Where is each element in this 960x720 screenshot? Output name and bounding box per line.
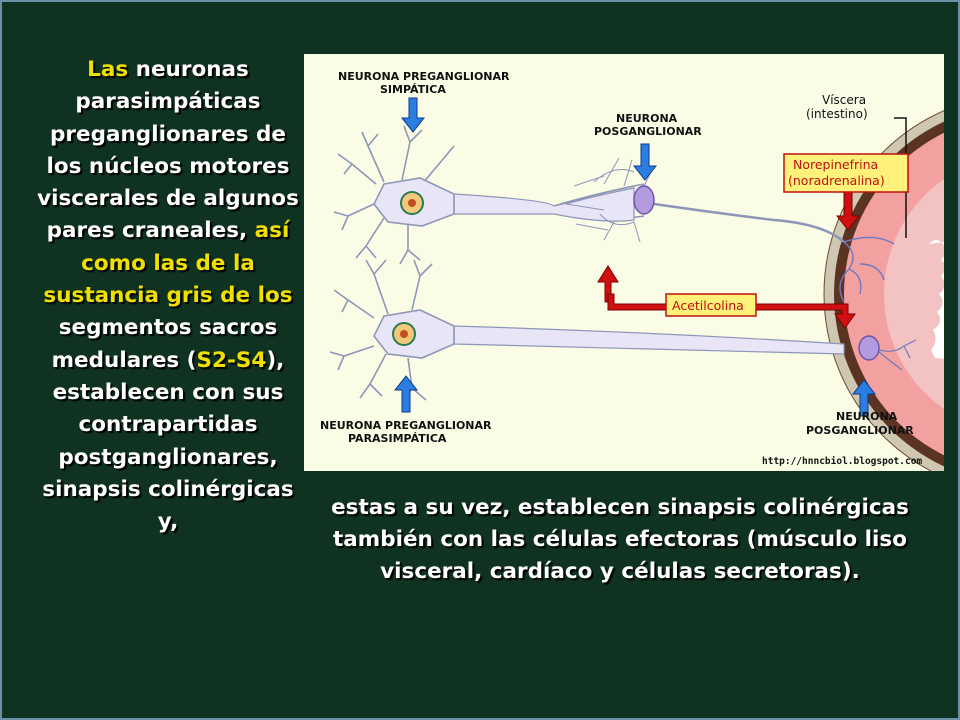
left-paragraph: Las neuronas parasimpáticas pregangliona… [30, 54, 306, 538]
bottom-paragraph: estas a su vez, establecen sinapsis coli… [331, 495, 909, 584]
label-acetylcholine: Acetilcolina [672, 298, 744, 313]
label-norepinephrine: Norepinefrina [793, 157, 878, 172]
red-arrows [597, 189, 861, 329]
label-viscera: Víscera [822, 93, 866, 107]
source-url: http://hnncbiol.blogspot.com [762, 456, 922, 467]
text-segment: ), establecen con sus contrapartidas pos… [42, 347, 294, 535]
label-noradrenaline: (noradrenalina) [788, 173, 885, 188]
label-post-sympathetic: NEURONA [616, 112, 678, 125]
parasympathetic-post-soma [858, 335, 880, 361]
label-viscera-2: (intestino) [806, 107, 868, 121]
sympathetic-post-dendrites [565, 157, 655, 243]
label-pre-parasympathetic: NEURONA PREGANGLIONAR [320, 419, 492, 432]
text-segment: neuronas parasimpáticas preganglionares … [37, 57, 299, 244]
viscera-wall [823, 110, 944, 471]
parasympathetic-post-terminals [878, 339, 917, 371]
text-highlight: Las [87, 57, 129, 82]
label-post-sympathetic-2: POSGANGLIONAR [594, 125, 702, 138]
label-pre-sympathetic-2: SIMPÁTICA [380, 83, 446, 96]
label-post-parasympathetic-2: POSGANGLIONAR [806, 424, 914, 437]
label-pre-sympathetic: NEURONA PREGANGLIONAR [338, 70, 510, 83]
text-highlight: así como las de la sustancia gris de los [43, 218, 293, 309]
label-post-parasympathetic: NEURONA [836, 410, 898, 423]
text-segment: segmentos sacros medulares ( [51, 315, 278, 373]
sympathetic-terminals [839, 236, 895, 303]
sympathetic-axon [453, 187, 635, 222]
label-pre-parasympathetic-2: PARASIMPÁTICA [348, 432, 447, 445]
neuron-diagram: NEURONA PREGANGLIONAR SIMPÁTICA NEURONA … [304, 54, 944, 471]
sympathetic-post-axon [653, 202, 845, 243]
sympathetic-post-soma [633, 185, 655, 215]
text-highlight: S2-S4 [196, 347, 267, 373]
parasympathetic-pre-axon [453, 325, 845, 355]
blue-arrows [393, 97, 877, 417]
